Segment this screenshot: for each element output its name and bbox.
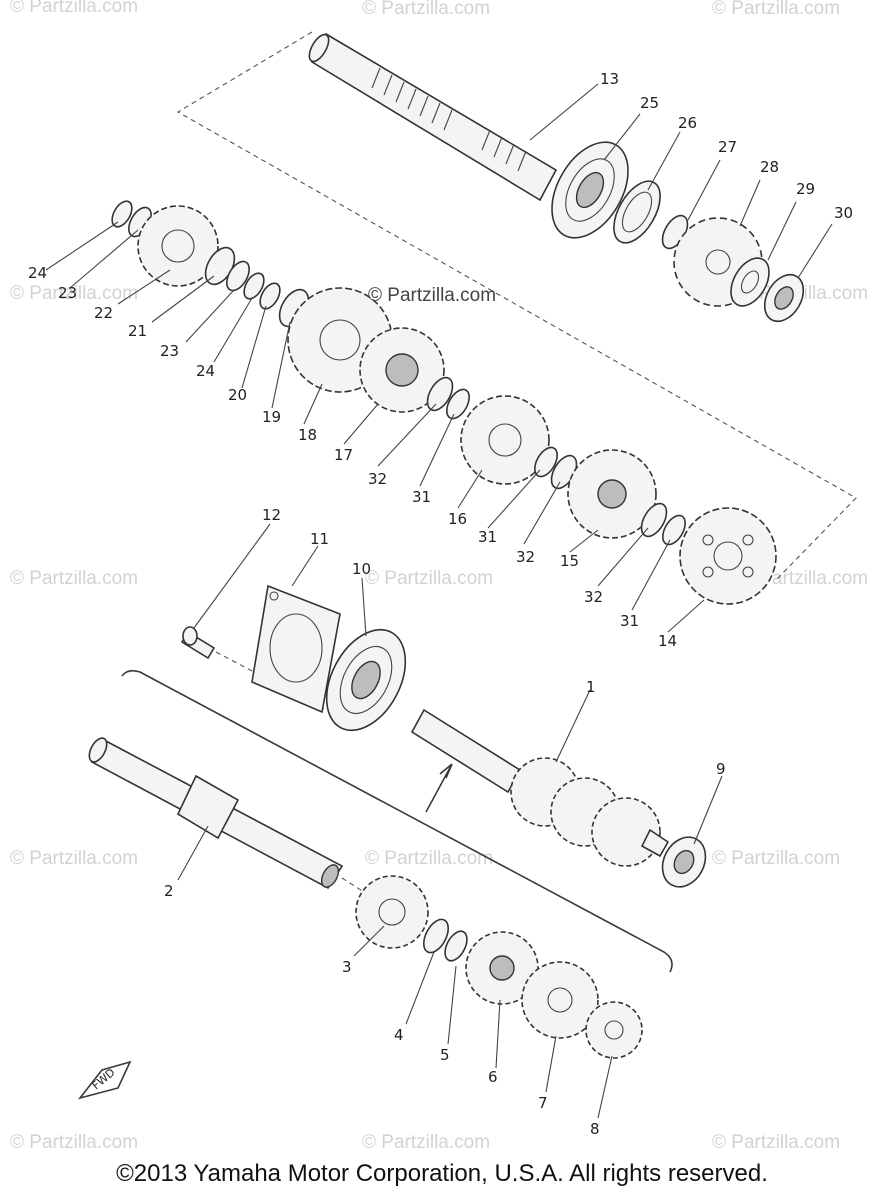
callout-10: 10 — [352, 560, 371, 578]
callout-23-lower: 23 — [160, 342, 179, 360]
gear-14[interactable] — [679, 507, 777, 605]
callout-25: 25 — [640, 94, 659, 112]
callout-31-a: 31 — [412, 488, 431, 506]
circlip-31-a[interactable] — [442, 386, 474, 423]
watermark-top-center: © Partzilla.com — [362, 0, 491, 19]
main-axle-group-bracket — [121, 669, 673, 973]
main-axle-assembly-1[interactable] — [410, 708, 670, 867]
circlip-24-upper[interactable] — [108, 198, 136, 230]
circlip-31-c[interactable] — [658, 512, 690, 549]
fwd-label: FWD — [90, 1066, 118, 1092]
callout-22: 22 — [94, 304, 113, 322]
watermark-lower-right: © Partzilla.com — [712, 848, 841, 869]
circlip-24-lower[interactable] — [240, 270, 268, 302]
watermark-lower-center: © Partzilla.com — [365, 848, 494, 869]
drive-axle-13[interactable] — [305, 32, 558, 202]
callout-5: 5 — [440, 1046, 450, 1064]
watermark-bottom-left: © Partzilla.com — [10, 1132, 139, 1153]
watermark-bottom-center: © Partzilla.com — [362, 1132, 491, 1153]
callout-28: 28 — [760, 158, 779, 176]
nut-30[interactable] — [757, 268, 811, 328]
watermark-mid-center: © Partzilla.com — [365, 568, 494, 589]
watermark-mid-left: © Partzilla.com — [10, 568, 139, 589]
bearing-10[interactable] — [311, 616, 422, 743]
fwd-arrow-icon: FWD — [77, 1060, 132, 1100]
callout-14: 14 — [658, 632, 677, 650]
callout-8: 8 — [590, 1120, 600, 1138]
callout-31-c: 31 — [620, 612, 639, 630]
callout-13: 13 — [600, 70, 619, 88]
callout-1: 1 — [586, 678, 596, 696]
callout-20: 20 — [228, 386, 247, 404]
gear-17[interactable] — [359, 327, 445, 413]
bolt-12[interactable] — [180, 626, 216, 660]
watermark-center: © Partzilla.com — [368, 285, 497, 306]
group-arrow — [425, 763, 453, 813]
callout-4: 4 — [394, 1026, 404, 1044]
gear-22[interactable] — [137, 205, 219, 287]
callout-9: 9 — [716, 760, 726, 778]
callout-7: 7 — [538, 1094, 548, 1112]
callout-16: 16 — [448, 510, 467, 528]
callout-23-upper: 23 — [58, 284, 77, 302]
callout-6: 6 — [488, 1068, 498, 1086]
gear-3[interactable] — [355, 875, 429, 949]
circlip-20[interactable] — [256, 280, 284, 312]
callout-32-b: 32 — [516, 548, 535, 566]
circlip-31-b[interactable] — [530, 444, 562, 481]
shaft-guide-line — [341, 877, 365, 893]
callout-31-b: 31 — [478, 528, 497, 546]
callout-26: 26 — [678, 114, 697, 132]
callout-3: 3 — [342, 958, 352, 976]
gear-7[interactable] — [521, 961, 599, 1039]
bearing-9[interactable] — [654, 830, 714, 895]
callout-12: 12 — [262, 506, 281, 524]
callout-18: 18 — [298, 426, 317, 444]
callout-27: 27 — [718, 138, 737, 156]
main-axle-2[interactable] — [86, 735, 344, 890]
callout-24-lower: 24 — [196, 362, 215, 380]
callout-19: 19 — [262, 408, 281, 426]
lock-washer-29[interactable] — [723, 251, 777, 312]
callout-24-upper: 24 — [28, 264, 47, 282]
copyright-notice: ©2013 Yamaha Motor Corporation, U.S.A. A… — [116, 1160, 768, 1187]
callout-11: 11 — [310, 530, 329, 548]
gear-16[interactable] — [460, 395, 550, 485]
callout-32-c: 32 — [584, 588, 603, 606]
watermark-upper-left: © Partzilla.com — [10, 283, 139, 304]
callout-29: 29 — [796, 180, 815, 198]
watermark-top-left: © Partzilla.com — [10, 0, 139, 17]
gear-6[interactable] — [465, 931, 539, 1005]
washer-23-lower[interactable] — [222, 258, 254, 295]
leader-lines — [45, 83, 833, 1119]
bearing-25[interactable] — [536, 129, 643, 251]
callout-21: 21 — [128, 322, 147, 340]
oil-seal-26[interactable] — [604, 174, 669, 251]
watermark-top-right: © Partzilla.com — [712, 0, 841, 19]
watermark-lower-left: © Partzilla.com — [10, 848, 139, 869]
callout-2: 2 — [164, 882, 174, 900]
callout-30: 30 — [834, 204, 853, 222]
bearing-retainer-11[interactable] — [251, 584, 341, 714]
watermark-bottom-right: © Partzilla.com — [712, 1132, 841, 1153]
washer-4[interactable] — [419, 915, 454, 956]
callout-17: 17 — [334, 446, 353, 464]
circlip-5[interactable] — [441, 928, 472, 965]
callout-15: 15 — [560, 552, 579, 570]
gear-15[interactable] — [567, 449, 657, 539]
gear-8[interactable] — [585, 1001, 643, 1059]
callout-numbers: 13 25 26 27 28 29 30 24 23 22 21 23 24 2… — [28, 70, 853, 1138]
callout-32-a: 32 — [368, 470, 387, 488]
drive-axle-group-frame — [176, 31, 857, 581]
